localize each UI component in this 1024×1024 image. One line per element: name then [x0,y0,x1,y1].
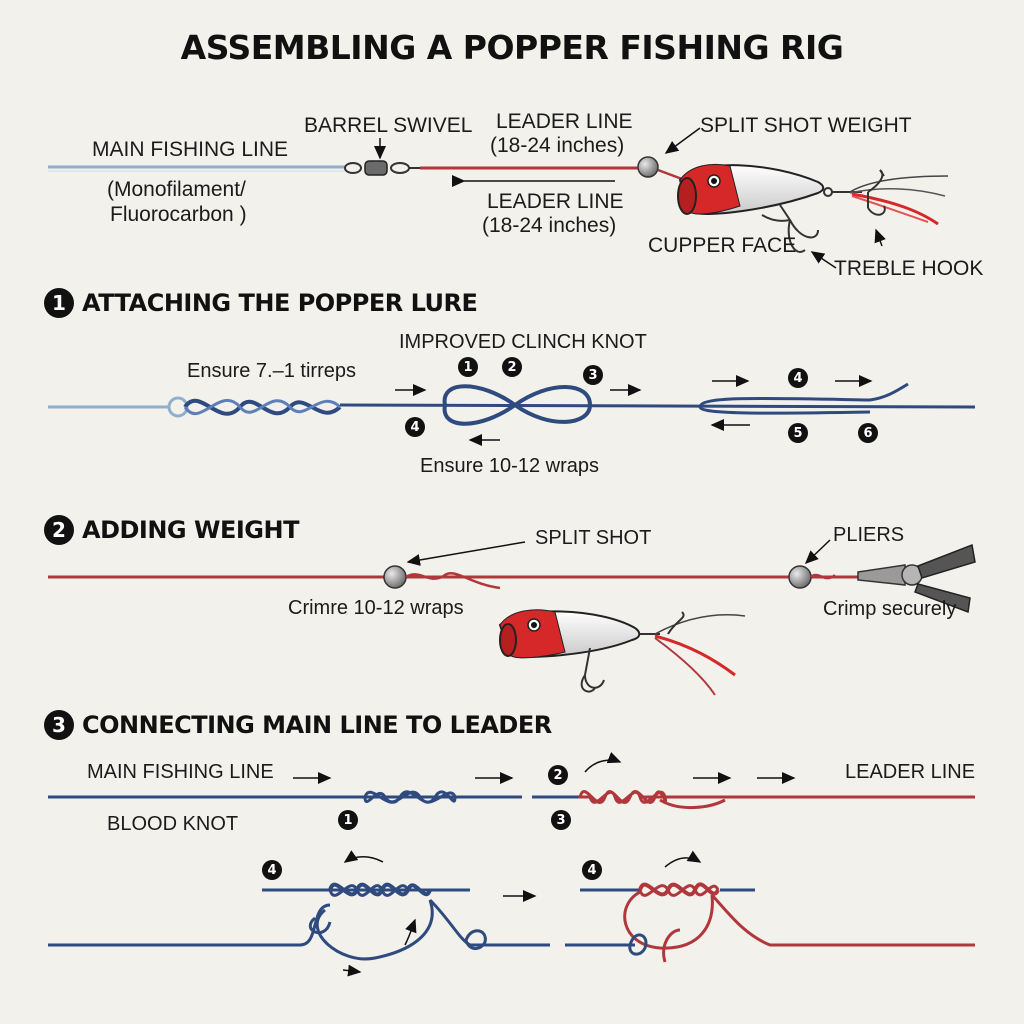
section1-diagram [48,375,976,446]
step-marker: 1 [458,357,478,377]
step-marker: 6 [858,423,878,443]
leader-line-label: LEADER LINE [845,761,976,783]
step-marker: 1 [338,810,358,830]
section-number: 2 [44,515,74,545]
step-marker: 4 [788,368,808,388]
main-line-label: MAIN FISHING LINE [87,761,274,783]
leader-length-label: (18-24 inches) [490,134,625,157]
blood-knot-label: BLOOD KNOT [107,813,239,835]
section3-heading: 3 CONNECTING MAIN LINE TO LEADER [44,710,552,740]
leader-line-label: LEADER LINE [496,110,633,133]
clinch-knot-label: IMPROVED CLINCH KNOT [399,331,647,353]
step-marker: 4 [262,860,282,880]
section2-diagram [48,539,976,696]
section-title: CONNECTING MAIN LINE TO LEADER [82,711,552,739]
pliers-label: PLIERS [833,524,905,546]
barrel-swivel-icon [344,160,420,176]
main-line-note: Fluorocarbon ) [110,203,247,226]
ensure-wraps-label: Ensure 10-12 wraps [420,455,599,477]
section-number: 1 [44,288,74,318]
main-line-note: (Monofilament/ [107,178,246,201]
section-title: ADDING WEIGHT [82,516,299,544]
section-title: ATTACHING THE POPPER LURE [82,289,478,317]
split-shot-label: SPLIT SHOT [535,527,652,549]
page-title: ASSEMBLING A POPPER FISHING RIG [180,28,844,67]
step-marker: 2 [502,357,522,377]
step-marker: 5 [788,423,808,443]
step-marker: 4 [582,860,602,880]
section2-heading: 2 ADDING WEIGHT [44,515,299,545]
split-shot-icon [637,156,659,178]
step-marker: 3 [583,365,603,385]
step-marker: 3 [551,810,571,830]
crimp-wraps-label: Crimre 10-12 wraps [288,597,464,619]
cupper-face-label: CUPPER FACE [648,234,797,257]
section3-diagram [48,751,975,977]
clinch-knot-loop [442,384,593,426]
leader-length-label: (18-24 inches) [482,214,617,237]
treble-hook-label: TREBLE HOOK [834,257,984,280]
main-line-label: MAIN FISHING LINE [92,138,289,161]
overview-diagram [48,127,949,269]
leader-line-label: LEADER LINE [487,190,624,213]
barrel-swivel-label: BARREL SWIVEL [304,114,473,137]
section-number: 3 [44,710,74,740]
section1-heading: 1 ATTACHING THE POPPER LURE [44,288,478,318]
popper-lure-small-icon [498,609,746,696]
step-marker: 2 [548,765,568,785]
pliers-icon [857,543,976,614]
crimp-securely-label: Crimp securely [823,598,957,620]
step-marker: 4 [405,417,425,437]
split-shot-weight-label: SPLIT SHOT WEIGHT [700,114,912,137]
ensure-turns-label: Ensure 7.–1 tirreps [187,360,356,382]
popper-lure-icon [677,163,949,253]
